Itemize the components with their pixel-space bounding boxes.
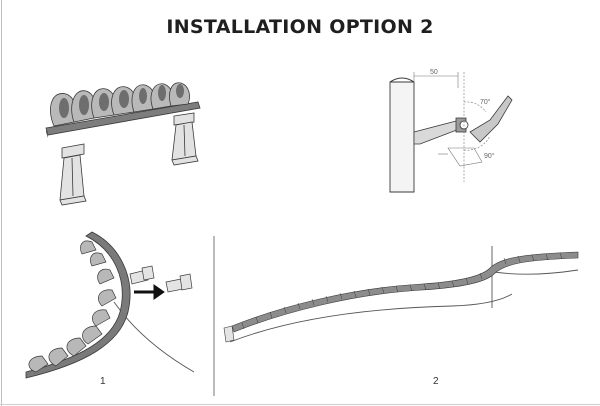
seat-row-ticks xyxy=(241,252,563,330)
step1-illustration xyxy=(25,231,195,379)
bracket-right xyxy=(171,112,199,166)
angle-top-label: 70° xyxy=(480,98,491,106)
end-bracket xyxy=(223,325,235,343)
page-left-border xyxy=(1,0,2,406)
angle-arcs xyxy=(463,72,491,182)
panel-divider xyxy=(213,236,215,396)
support-column xyxy=(389,77,415,193)
step2-illustration xyxy=(223,246,579,343)
bracket-parts xyxy=(129,265,193,293)
seat-row-long xyxy=(231,251,579,333)
page-title: INSTALLATION OPTION 2 xyxy=(166,16,434,38)
floor-line-right xyxy=(493,269,579,275)
step2-number: 2 xyxy=(433,376,439,387)
bracket-left xyxy=(59,143,87,206)
step1-number: 1 xyxy=(100,376,106,387)
angle-bottom-label: 90° xyxy=(484,152,495,160)
mounting-beam xyxy=(45,101,201,138)
direction-arrow xyxy=(134,284,165,300)
seat-folded-outline xyxy=(438,147,483,167)
offset-dimension-label: 50 xyxy=(430,69,438,76)
floor-line xyxy=(229,293,513,343)
offset-dimension xyxy=(413,72,459,88)
curved-seats xyxy=(28,240,117,373)
page-bottom-border xyxy=(0,404,600,405)
side-view-diagram: 50 70° 90° xyxy=(389,69,513,193)
seat-side-profile xyxy=(469,95,513,143)
seat-mount-arm xyxy=(413,117,469,145)
seat-row-beam-illustration xyxy=(45,82,201,206)
curved-beam xyxy=(25,231,131,379)
